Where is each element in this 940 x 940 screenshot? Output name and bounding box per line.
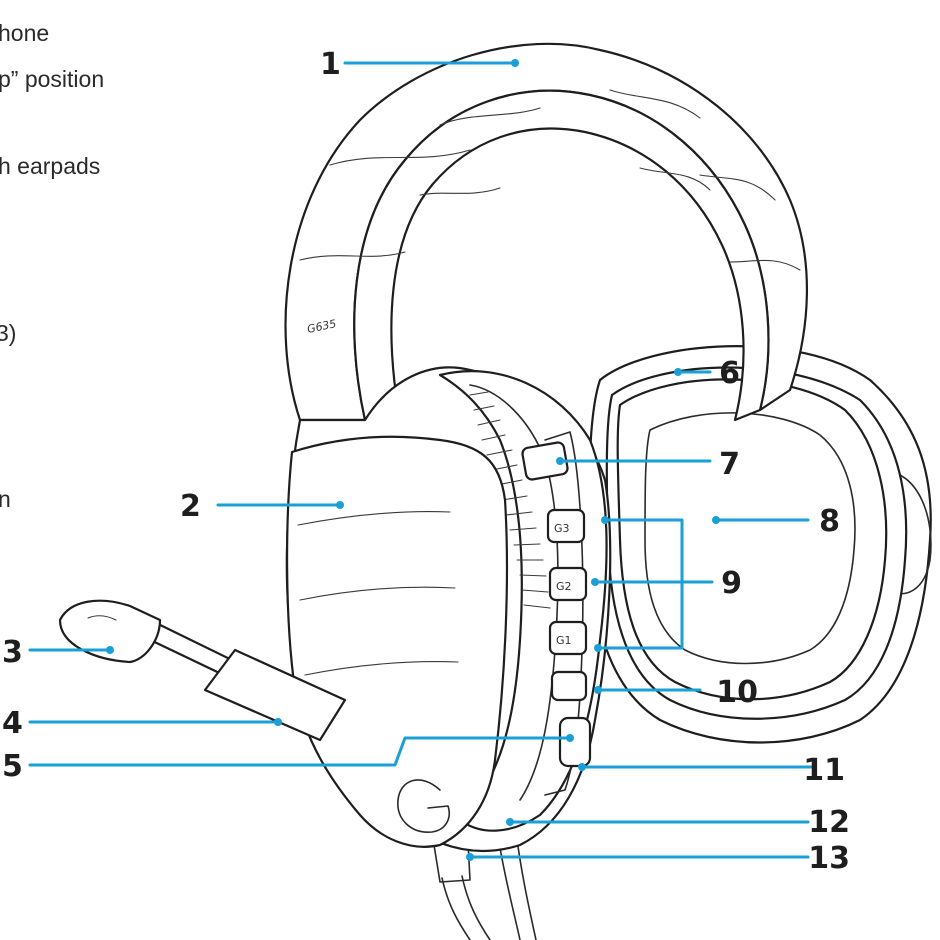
seam-d bbox=[609, 89, 701, 119]
callout-dot-6 bbox=[674, 368, 682, 376]
callout-dot-11 bbox=[578, 763, 586, 771]
seam-a bbox=[329, 149, 471, 166]
seam-e bbox=[699, 174, 776, 201]
callout-label-3: 3 bbox=[2, 635, 23, 670]
callout-9-dot-2 bbox=[594, 644, 602, 652]
callout-dot-12 bbox=[506, 818, 514, 826]
callout-label-8: 8 bbox=[819, 504, 840, 539]
callout-dot-5 bbox=[566, 734, 574, 742]
callout-dot-1 bbox=[511, 59, 519, 67]
wheel-edge bbox=[469, 384, 559, 801]
callout-label-5: 5 bbox=[2, 749, 23, 784]
headband-inner bbox=[353, 89, 770, 422]
seam-h bbox=[639, 167, 711, 191]
plate-groove-2 bbox=[299, 586, 456, 601]
callout-lines bbox=[28, 59, 814, 861]
edge-text-4: 3) bbox=[0, 320, 17, 346]
callout-dot-9 bbox=[591, 578, 599, 586]
callout-9-dot-1 bbox=[601, 516, 609, 524]
g3-label: G3 bbox=[554, 522, 570, 535]
callout-label-11: 11 bbox=[803, 753, 845, 788]
callout-dot-10 bbox=[594, 686, 602, 694]
plate-groove-3 bbox=[304, 661, 459, 676]
cable-left-edge-b bbox=[461, 875, 491, 940]
g1-label: G1 bbox=[556, 634, 572, 647]
model-label: G635 bbox=[306, 317, 338, 336]
callout-label-9: 9 bbox=[721, 566, 742, 601]
seam-b bbox=[299, 251, 406, 261]
callout-dot-3 bbox=[106, 646, 114, 654]
side-plate bbox=[285, 435, 509, 848]
left-earcup-inner-ring bbox=[438, 370, 608, 832]
microphone bbox=[58, 599, 347, 742]
right-earcup-back-rim bbox=[879, 469, 932, 595]
seam-c bbox=[439, 107, 541, 126]
seam-f bbox=[729, 259, 801, 271]
callout-label-4: 4 bbox=[2, 706, 23, 741]
ear-cushion bbox=[616, 378, 888, 701]
callout-label-6: 6 bbox=[719, 356, 740, 391]
mic-capsule-slot bbox=[87, 615, 117, 621]
callout-dot-2 bbox=[336, 501, 344, 509]
callout-dot-7 bbox=[556, 457, 564, 465]
callout-label-10: 10 bbox=[716, 675, 758, 710]
edge-text-3: h earpads bbox=[0, 153, 101, 179]
seam-g bbox=[419, 187, 501, 196]
g3-button[interactable] bbox=[546, 508, 586, 544]
edge-text-5: n bbox=[0, 486, 11, 512]
volume-wheel[interactable] bbox=[558, 716, 592, 768]
left-earcup: G3 G2 G1 bbox=[285, 366, 612, 853]
mic-mute-button[interactable] bbox=[521, 441, 569, 481]
callout-line-5 bbox=[28, 736, 572, 767]
plate-groove-1 bbox=[297, 511, 451, 526]
callout-label-7: 7 bbox=[719, 447, 740, 482]
cable-right-edge-b bbox=[515, 831, 537, 940]
callout-dot-4 bbox=[274, 718, 282, 726]
g2-label: G2 bbox=[556, 580, 572, 593]
cable-left-edge-a bbox=[441, 877, 471, 940]
headband: G635 bbox=[284, 42, 809, 433]
callout-label-2: 2 bbox=[180, 489, 201, 524]
g-logo-icon bbox=[397, 779, 450, 833]
cable-right-edge-a bbox=[497, 835, 521, 940]
g2-button[interactable] bbox=[548, 566, 588, 602]
earpad-inner bbox=[644, 412, 856, 665]
callout-label-12: 12 bbox=[808, 805, 850, 840]
callout-dot-8 bbox=[712, 516, 720, 524]
callout-label-1: 1 bbox=[320, 47, 341, 82]
surround-button[interactable] bbox=[550, 670, 588, 702]
g1-button[interactable] bbox=[548, 620, 588, 656]
callout-9-bracket bbox=[596, 518, 684, 650]
callout-label-13: 13 bbox=[808, 841, 850, 876]
edge-text-1: hone bbox=[0, 20, 50, 46]
callout-dot-13 bbox=[466, 853, 474, 861]
edge-text-2: p” position bbox=[0, 66, 105, 92]
